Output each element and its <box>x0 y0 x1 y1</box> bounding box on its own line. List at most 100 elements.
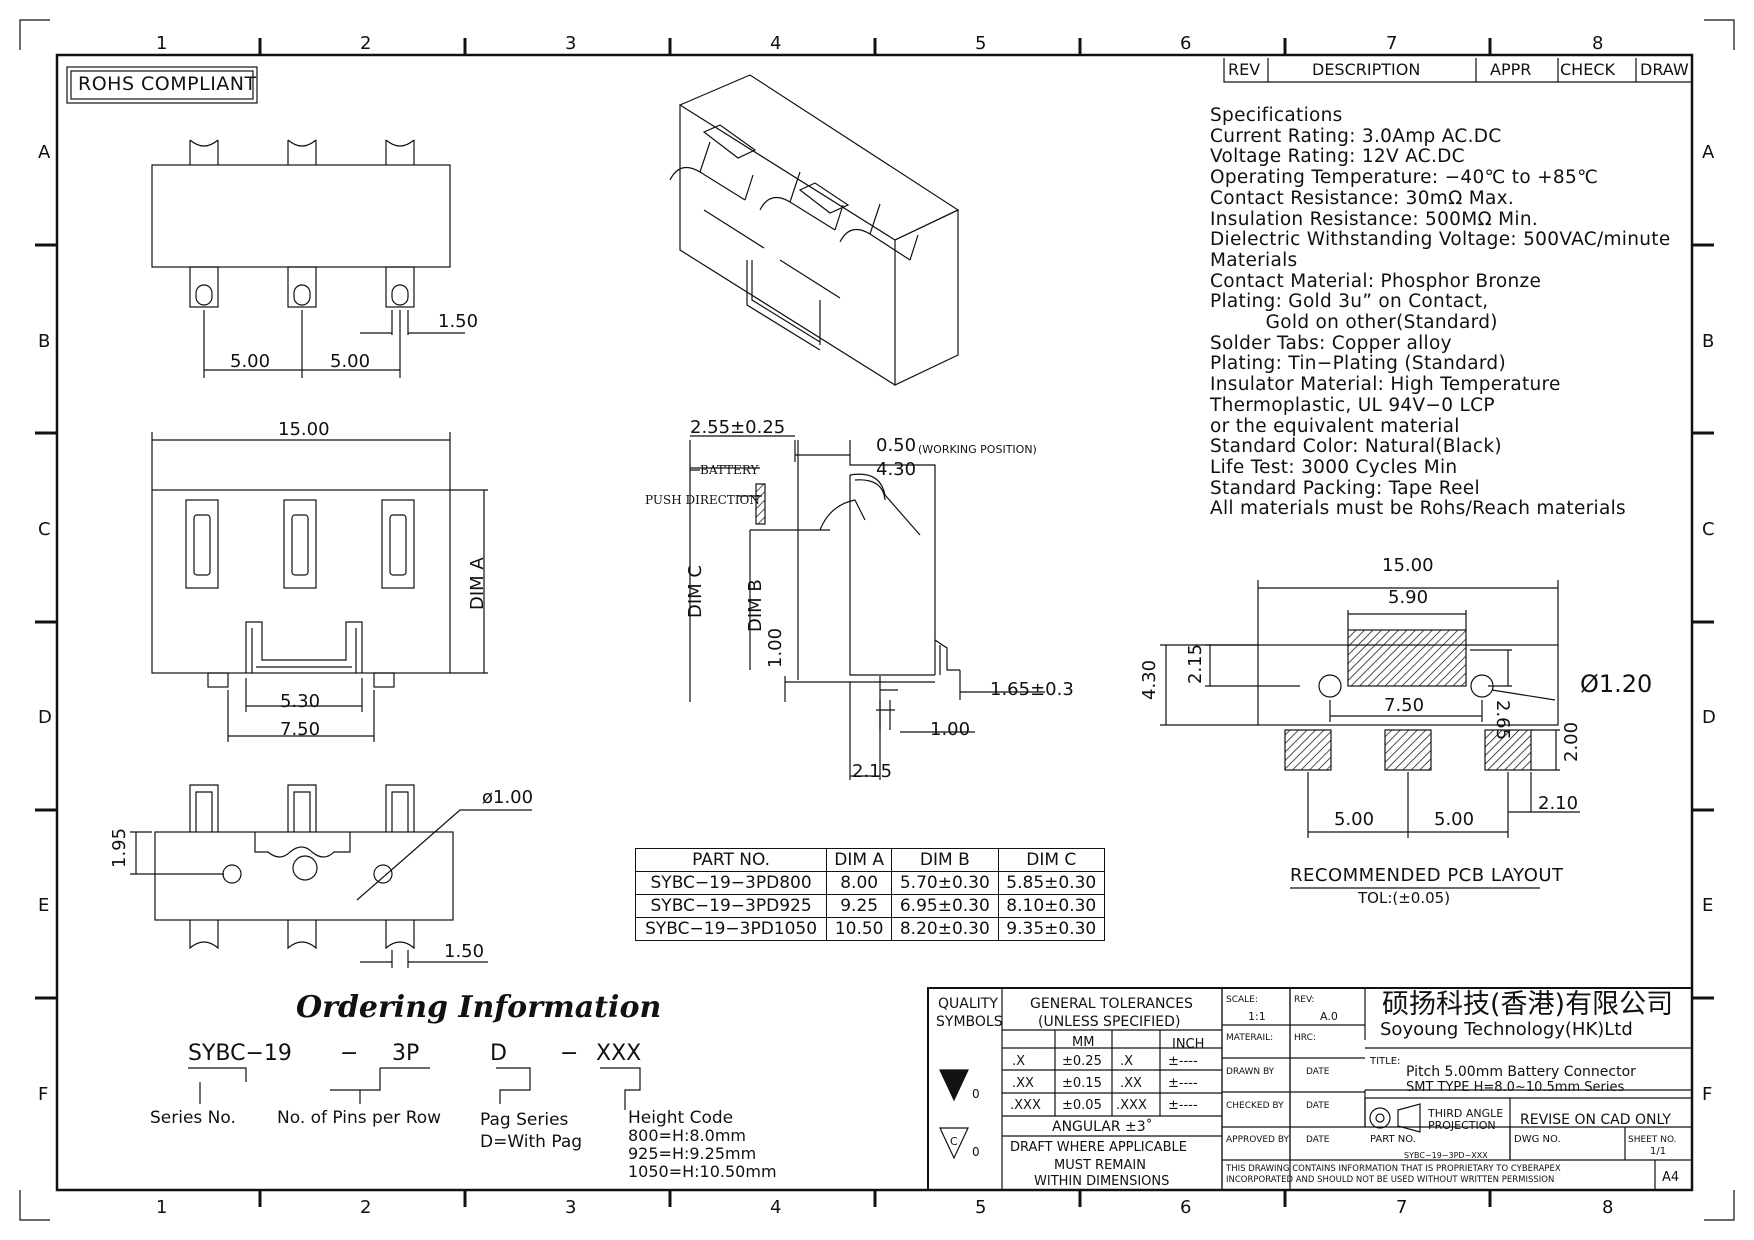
label-series-no: Series No. <box>150 1108 236 1128</box>
pcb-dim-2-65: 2.65 <box>1492 700 1513 741</box>
table-cell: SYBC−19−3PD800 <box>634 871 828 895</box>
working-position-note: (WORKING POSITION) <box>918 443 1037 456</box>
pcb-dim-2-10: 2.10 <box>1538 793 1579 814</box>
spec-line: All materials must be Rohs/Reach materia… <box>1210 498 1626 520</box>
spec-line: Operating Temperature: −40℃ to +85℃ <box>1210 167 1599 189</box>
spec-line: Dielectric Withstanding Voltage: 500VAC/… <box>1210 229 1671 251</box>
table-cell: 8.00 <box>826 871 893 895</box>
label-with-pag: D=With Pag <box>480 1132 583 1152</box>
sheet-size: A4 <box>1662 1170 1680 1185</box>
tol-cell: ±---- <box>1168 1054 1198 1069</box>
spec-line: Materials <box>1210 249 1298 271</box>
material-label: MATERAIL: <box>1226 1033 1274 1043</box>
table-cell: SYBC−19−3PD1050 <box>634 917 828 941</box>
dim-2-55: 2.55±0.25 <box>690 417 786 438</box>
table-cell: 5.70±0.30 <box>891 871 999 895</box>
zone-col-2: 2 <box>360 33 372 54</box>
spec-line: Specifications <box>1210 105 1343 126</box>
zone-col-8-bottom: 8 <box>1602 1197 1614 1218</box>
order-dash-1: − <box>340 1041 359 1066</box>
symbol-c-letter: C <box>950 1135 958 1148</box>
dwg-no-label: DWG NO. <box>1514 1134 1561 1145</box>
spec-line: Standard Color: Natural(Black) <box>1210 436 1502 458</box>
spec-line: or the equivalent material <box>1210 415 1460 437</box>
table-cell: 9.25 <box>826 894 893 918</box>
dim-hole-1-00: ø1.00 <box>482 787 534 808</box>
draft-note-3: WITHIN DIMENSIONS <box>1034 1174 1170 1189</box>
pcb-dim-5-90: 5.90 <box>1388 587 1429 608</box>
dim-pitch-2: 5.00 <box>330 351 371 372</box>
title-label: TITLE: <box>1370 1056 1401 1067</box>
pcb-layout-title: RECOMMENDED PCB LAYOUT <box>1290 865 1564 886</box>
dim-pin-width: 1.50 <box>438 311 479 332</box>
pcb-hole-dia: Ø1.20 <box>1580 670 1653 698</box>
table-cell: 9.35±0.30 <box>997 917 1106 941</box>
rev-value: A.0 <box>1320 1010 1338 1023</box>
rev-label: REV: <box>1294 995 1315 1005</box>
table-header-row: PART NO. DIM A DIM B DIM C <box>634 848 1106 872</box>
symbol-1-value: 0 <box>972 1087 980 1101</box>
pcb-dim-5-00-a: 5.00 <box>1334 809 1375 830</box>
dim-7-50: 7.50 <box>280 719 321 740</box>
checked-by-label: CHECKED BY <box>1226 1101 1284 1111</box>
symbol-2-value: 0 <box>972 1145 980 1159</box>
zone-row-f-right: F <box>1702 1084 1713 1105</box>
label-pins-per-row: No. of Pins per Row <box>277 1108 442 1128</box>
pcb-dim-2-15: 2.15 <box>1185 643 1206 684</box>
dim-1-50-bottom: 1.50 <box>444 941 485 962</box>
spec-line: Contact Material: Phosphor Bronze <box>1210 270 1542 292</box>
zone-row-a-right: A <box>1702 142 1715 163</box>
order-code-pag: D <box>490 1041 507 1066</box>
table-cell: 8.20±0.30 <box>891 917 999 941</box>
table-row: SYBC−19−3PD925 9.25 6.95±0.30 8.10±0.30 <box>634 894 1106 918</box>
date-label: DATE <box>1306 1067 1330 1077</box>
dim-b-label: DIM B <box>745 579 766 632</box>
tol-cell: .XX <box>1012 1076 1034 1091</box>
spec-line: Plating: Tin−Plating (Standard) <box>1210 353 1506 375</box>
check-header: CHECK <box>1560 60 1615 79</box>
revise-on-cad: REVISE ON CAD ONLY <box>1520 1112 1671 1128</box>
proprietary-notice-2: INCORPORATED AND SHOULD NOT BE USED WITH… <box>1226 1175 1555 1185</box>
push-direction-label: PUSH DIRECTION <box>645 493 760 507</box>
draft-note-1: DRAFT WHERE APPLICABLE <box>1010 1140 1187 1155</box>
spec-line: Life Test: 3000 Cycles Min <box>1210 456 1458 478</box>
tol-cell: ±0.15 <box>1062 1076 1102 1091</box>
tol-cell: ±0.05 <box>1062 1098 1102 1113</box>
tol-cell: ±---- <box>1168 1098 1198 1113</box>
tol-cell: ±---- <box>1168 1076 1198 1091</box>
zone-col-7-bottom: 7 <box>1396 1197 1408 1218</box>
general-tolerances-title: GENERAL TOLERANCES <box>1030 996 1193 1012</box>
zone-col-3: 3 <box>565 33 577 54</box>
symbols-label: SYMBOLS <box>936 1014 1003 1030</box>
zone-col-2-bottom: 2 <box>360 1197 372 1218</box>
spec-line: Standard Packing: Tape Reel <box>1210 477 1480 499</box>
dim-2-15-side: 2.15 <box>852 761 893 782</box>
dim-4-30: 4.30 <box>876 459 917 480</box>
pcb-dim-4-30: 4.30 <box>1139 659 1160 700</box>
spec-line: Insulator Material: High Temperature <box>1210 374 1561 396</box>
pcb-dim-7-50: 7.50 <box>1384 695 1425 716</box>
table-header: DIM B <box>891 848 999 872</box>
zone-row-f: F <box>38 1084 49 1105</box>
part-no-value: SYBC−19−3PD−XXX <box>1404 1151 1488 1160</box>
hrc-label: HRC: <box>1294 1033 1316 1043</box>
spec-line: Thermoplastic, UL 94V−0 LCP <box>1210 394 1495 416</box>
zone-col-4: 4 <box>770 33 782 54</box>
dim-width-15: 15.00 <box>278 419 330 440</box>
ordering-information-title: Ordering Information <box>296 990 662 1025</box>
dim-1-95: 1.95 <box>109 827 130 868</box>
date-label: DATE <box>1306 1101 1330 1111</box>
rohs-compliant-label: ROHS COMPLIANT <box>78 73 257 95</box>
dim-1-65: 1.65±0.3 <box>990 679 1074 700</box>
sheet-no-value: 1/1 <box>1650 1146 1667 1157</box>
zone-row-c-right: C <box>1702 519 1715 540</box>
description-header: DESCRIPTION <box>1312 60 1421 79</box>
pcb-dim-2-00: 2.00 <box>1561 721 1582 762</box>
table-row: SYBC−19−3PD1050 10.50 8.20±0.30 9.35±0.3… <box>634 917 1106 941</box>
draft-note-2: MUST REMAIN <box>1054 1158 1146 1173</box>
spec-line: Insulation Resistance: 500MΩ Min. <box>1210 208 1539 230</box>
table-cell: 8.10±0.30 <box>997 894 1106 918</box>
angular-tolerance: ANGULAR ±3˚ <box>1052 1119 1153 1135</box>
